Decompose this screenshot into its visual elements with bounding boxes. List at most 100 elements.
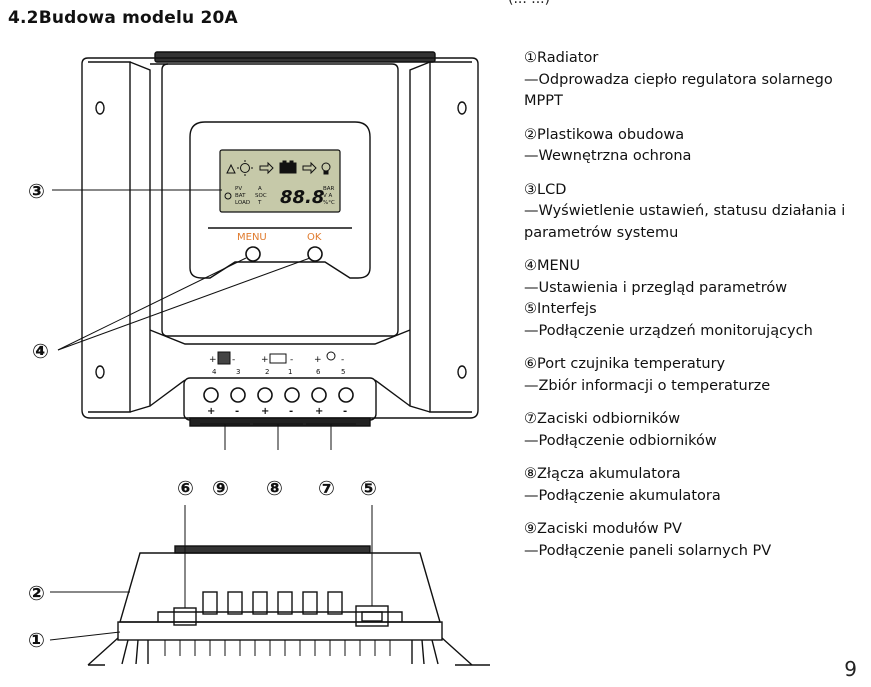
callout-battery: ⑧ [266, 476, 283, 500]
ok-button[interactable] [307, 246, 323, 262]
callout-sensor: ⑥ [177, 476, 194, 500]
legend-item-battery: ⑧Złącza akumulatora —Podłączenie akumula… [524, 464, 869, 507]
svg-text:4: 4 [212, 368, 217, 376]
svg-text:-: - [235, 406, 239, 417]
side-view [87, 545, 490, 666]
lcd-label-a: A [258, 186, 262, 192]
page-number: 9 [844, 657, 857, 681]
legend-desc: —Ustawienia i przegląd parametrów [524, 279, 788, 296]
svg-text:3: 3 [236, 368, 240, 376]
top-rail [154, 51, 436, 63]
callout-load: ⑦ [318, 476, 335, 500]
svg-text:6: 6 [316, 368, 321, 376]
interface-port [355, 605, 389, 627]
lcd-icons [224, 160, 331, 200]
legend-desc: —Odprowadza ciepło regulatora solarnego … [524, 71, 833, 110]
terminal-polarity-top: + - + - + - [209, 355, 344, 365]
legend-item-radiator: ①Radiator —Odprowadza ciepło regulatora … [524, 48, 869, 113]
svg-text:+: + [209, 355, 217, 365]
mount-hole-bottom-left [95, 365, 105, 379]
battery-icon [279, 162, 297, 174]
callout-lines-front [52, 189, 356, 450]
legend-item-sensor: ⑥Port czujnika temperatury —Zbiór inform… [524, 354, 869, 397]
menu-button[interactable] [245, 246, 261, 262]
terminal-screws [203, 387, 354, 403]
legend: ①Radiator —Odprowadza ciepło regulatora … [524, 48, 869, 562]
svg-text:-: - [343, 406, 347, 417]
legend-title: ③LCD [524, 181, 567, 198]
callout-pv: ⑨ [212, 476, 229, 500]
callout-housing: ② [28, 581, 45, 605]
legend-title: ⑤Interfejs [524, 301, 597, 317]
legend-title: ⑥Port czujnika temperatury [524, 356, 726, 372]
svg-text:-: - [289, 406, 293, 417]
cut-off-top-text: (... ...) [508, 0, 550, 7]
legend-item-interface: ⑤Interfejs —Podłączenie urządzeń monitor… [524, 299, 869, 342]
lcd-label-load: LOAD [235, 200, 250, 206]
sun-icon [240, 163, 250, 173]
radiator-base [117, 621, 443, 641]
menu-button-label: MENU [237, 232, 267, 243]
lcd-label-t: T [257, 200, 262, 206]
svg-text:+: + [261, 355, 269, 365]
lcd-label-bar: BAR [323, 186, 335, 192]
legend-item-pv: ⑨Zaciski modułów PV —Podłączenie paneli … [524, 519, 869, 562]
legend-item-housing: ②Plastikowa obudowa —Wewnętrzna ochrona [524, 125, 869, 168]
callout-radiator: ① [28, 628, 45, 652]
svg-text:+: + [314, 355, 322, 365]
lcd-digits: 88.8 [280, 187, 324, 208]
legend-desc: —Wyświetlenie ustawień, statusu działani… [524, 203, 846, 241]
lcd-label-unit: %°C [323, 200, 335, 206]
legend-desc: —Podłączenie odbiorników [524, 432, 717, 449]
lcd-label-bat: BAT [235, 193, 246, 199]
front-cover [161, 63, 399, 337]
svg-text:+: + [261, 406, 269, 417]
legend-desc: —Podłączenie akumulatora [524, 487, 721, 504]
callout-lines-side [49, 505, 373, 641]
lcd-label-pv: PV [235, 186, 242, 192]
svg-text:-: - [232, 355, 235, 365]
legend-item-lcd: ③LCD —Wyświetlenie ustawień, statusu dzi… [524, 180, 869, 245]
legend-title: ⑧Złącza akumulatora [524, 466, 681, 482]
solar-panel-icon [217, 351, 231, 365]
svg-text:1: 1 [288, 368, 292, 376]
arrow-right-icon [259, 161, 274, 175]
section-heading: 4.2Budowa modelu 20A [8, 8, 238, 28]
display-bezel [189, 121, 371, 279]
terminal-polarity-bottom: + - + - + - [207, 406, 347, 417]
legend-desc: —Podłączenie urządzeń monitorujących [524, 322, 813, 339]
callout-lcd: ③ [28, 179, 45, 203]
lcd-small-labels: PV BAT LOAD A SOC T BAR V A %°C [235, 186, 335, 206]
svg-text:+: + [207, 406, 215, 417]
svg-text:-: - [341, 355, 344, 365]
arrow-right-icon [302, 161, 317, 175]
legend-desc: —Wewnętrzna ochrona [524, 148, 692, 164]
mount-hole-bottom-right [457, 365, 467, 379]
svg-text:5: 5 [341, 368, 345, 376]
ok-button-label: OK [307, 232, 322, 243]
legend-desc: —Zbiór informacji o temperaturze [524, 377, 771, 394]
mount-hole-top-left [95, 101, 105, 115]
callout-interface: ⑤ [360, 476, 377, 500]
legend-title: ⑦Zaciski odbiorników [524, 411, 681, 427]
legend-item-menu: ④MENU —Ustawienia i przegląd parametrów [524, 256, 869, 299]
svg-text:2: 2 [265, 368, 269, 376]
svg-text:+: + [315, 406, 323, 417]
controller-diagram: PV BAT LOAD A SOC T BAR V A %°C 88.8 MEN… [28, 51, 490, 666]
legend-desc: —Podłączenie paneli solarnych PV [524, 542, 772, 559]
legend-title: ⑨Zaciski modułów PV [524, 521, 682, 537]
settings-icon [224, 192, 232, 200]
mount-hole-top-right [457, 101, 467, 115]
callout-buttons: ④ [32, 339, 49, 363]
svg-text:-: - [290, 355, 293, 365]
legend-title: ④MENU [524, 258, 581, 274]
lcd-label-va: V A [323, 193, 333, 199]
controller-body-outline [81, 57, 479, 419]
legend-title: ②Plastikowa obudowa [524, 126, 685, 143]
legend-item-load: ⑦Zaciski odbiorników —Podłączenie odbior… [524, 409, 869, 452]
lcd-label-soc: SOC [255, 193, 267, 199]
terminal-icons [217, 351, 336, 365]
terminal-numbers: 4 3 2 1 6 5 [212, 368, 345, 376]
legend-title: ①Radiator [524, 50, 599, 66]
battery-terminal-icon [269, 353, 287, 364]
